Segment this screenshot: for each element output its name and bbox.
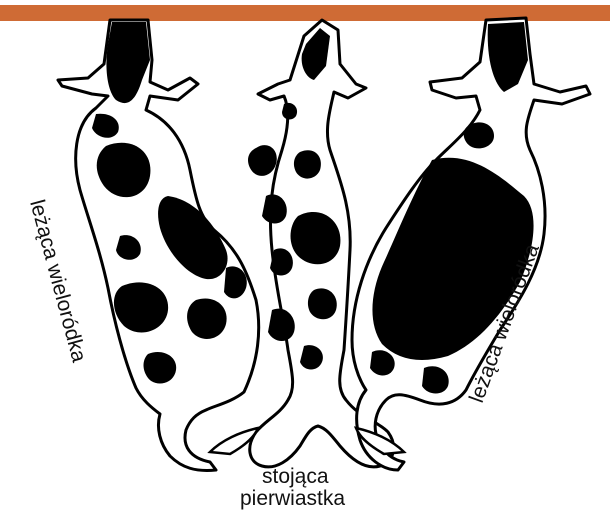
left-cow-label: leżąca wieloródka: [25, 197, 91, 364]
middle-cow-label-line1: stojąca: [262, 465, 329, 488]
left-cow: [58, 20, 259, 470]
right-cow: [352, 18, 590, 470]
middle-cow-label-line2: pierwiastka: [240, 487, 345, 510]
